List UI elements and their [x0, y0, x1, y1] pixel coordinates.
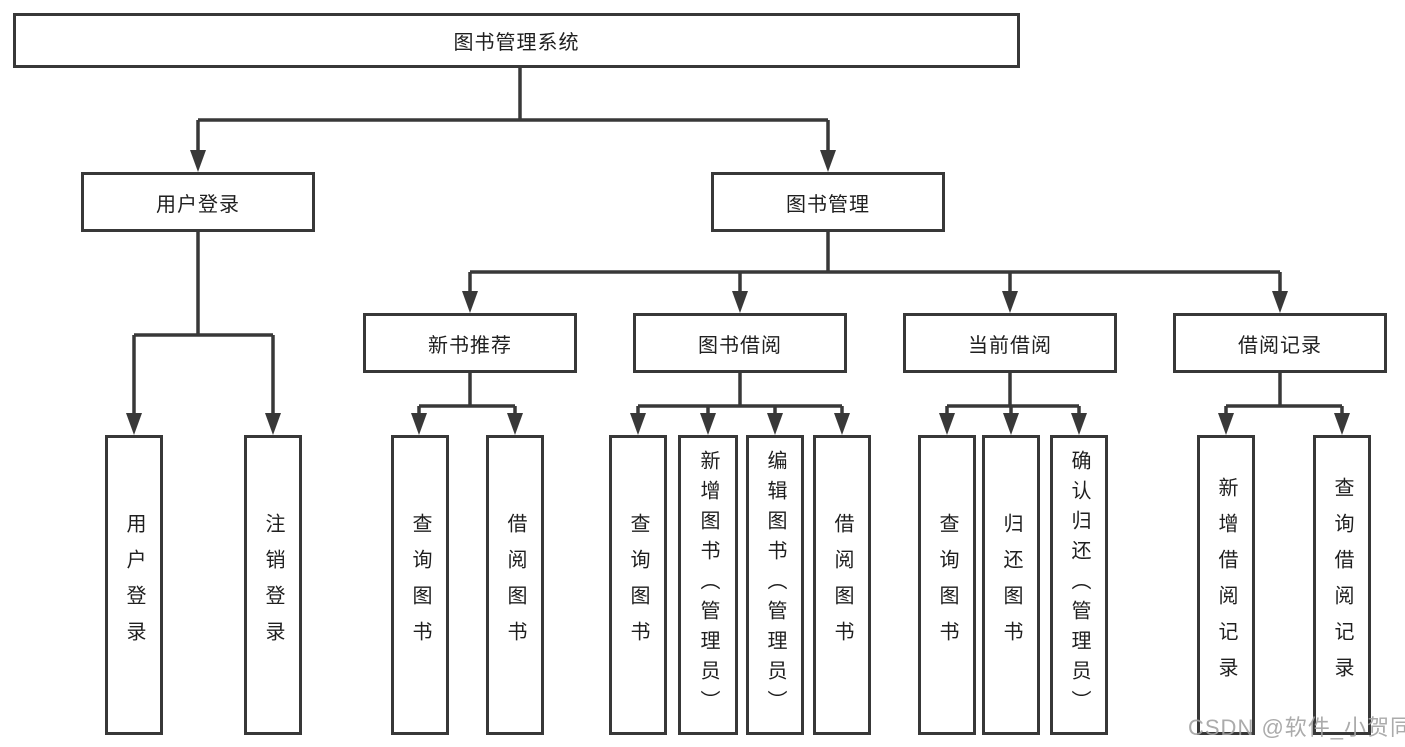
- leaf-borrow-books-recommend: 借阅图书: [486, 435, 544, 735]
- leaf-borrow-books-borrowing: 借阅图书: [813, 435, 871, 735]
- leaf-logout-label: 注销登录: [262, 513, 284, 657]
- leaf-edit-books-admin-label: 编辑图书（管理员）: [764, 450, 786, 720]
- leaf-query-books-current-label: 查询图书: [936, 513, 958, 657]
- leaf-edit-books-admin: 编辑图书（管理员）: [746, 435, 804, 735]
- leaf-query-books-borrowing-label: 查询图书: [627, 513, 649, 657]
- arrowheads: [126, 150, 1350, 435]
- leaf-confirm-return-admin: 确认归还（管理员）: [1050, 435, 1108, 735]
- leaf-query-books-borrowing: 查询图书: [609, 435, 667, 735]
- leaf-query-books-current: 查询图书: [918, 435, 976, 735]
- node-borrowing-records-label: 借阅记录: [1238, 334, 1322, 357]
- leaf-query-books-recommend-label: 查询图书: [409, 513, 431, 657]
- leaf-add-borrow-record-label: 新增借阅记录: [1215, 477, 1237, 693]
- leaf-borrow-books-borrowing-label: 借阅图书: [831, 513, 853, 657]
- csdn-watermark: CSDN @软件_小贺同学: [1188, 715, 1405, 740]
- node-library-system: 图书管理系统: [13, 13, 1020, 68]
- leaf-user-login: 用户登录: [105, 435, 163, 735]
- leaf-add-books-admin: 新增图书（管理员）: [678, 435, 738, 735]
- node-new-book-recommend: 新书推荐: [363, 313, 577, 373]
- leaf-query-borrow-record: 查询借阅记录: [1313, 435, 1371, 735]
- node-user-login: 用户登录: [81, 172, 315, 232]
- leaf-return-books-label: 归还图书: [1000, 513, 1022, 657]
- leaf-logout: 注销登录: [244, 435, 302, 735]
- node-book-borrowing-label: 图书借阅: [698, 334, 782, 357]
- leaf-borrow-books-recommend-label: 借阅图书: [504, 513, 526, 657]
- node-library-system-label: 图书管理系统: [453, 32, 580, 54]
- leaf-confirm-return-admin-label: 确认归还（管理员）: [1068, 450, 1090, 720]
- node-current-borrowing-label: 当前借阅: [968, 334, 1052, 357]
- leaf-query-books-recommend: 查询图书: [391, 435, 449, 735]
- node-book-borrowing: 图书借阅: [633, 313, 847, 373]
- leaf-add-books-admin-label: 新增图书（管理员）: [697, 450, 719, 720]
- node-new-book-recommend-label: 新书推荐: [428, 334, 512, 357]
- leaf-add-borrow-record: 新增借阅记录: [1197, 435, 1255, 735]
- node-book-management-label: 图书管理: [786, 193, 870, 216]
- leaf-user-login-label: 用户登录: [123, 513, 145, 657]
- node-current-borrowing: 当前借阅: [903, 313, 1117, 373]
- node-user-login-label: 用户登录: [156, 193, 240, 216]
- node-book-management: 图书管理: [711, 172, 945, 232]
- leaf-query-borrow-record-label: 查询借阅记录: [1331, 477, 1353, 693]
- node-borrowing-records: 借阅记录: [1173, 313, 1387, 373]
- leaf-return-books: 归还图书: [982, 435, 1040, 735]
